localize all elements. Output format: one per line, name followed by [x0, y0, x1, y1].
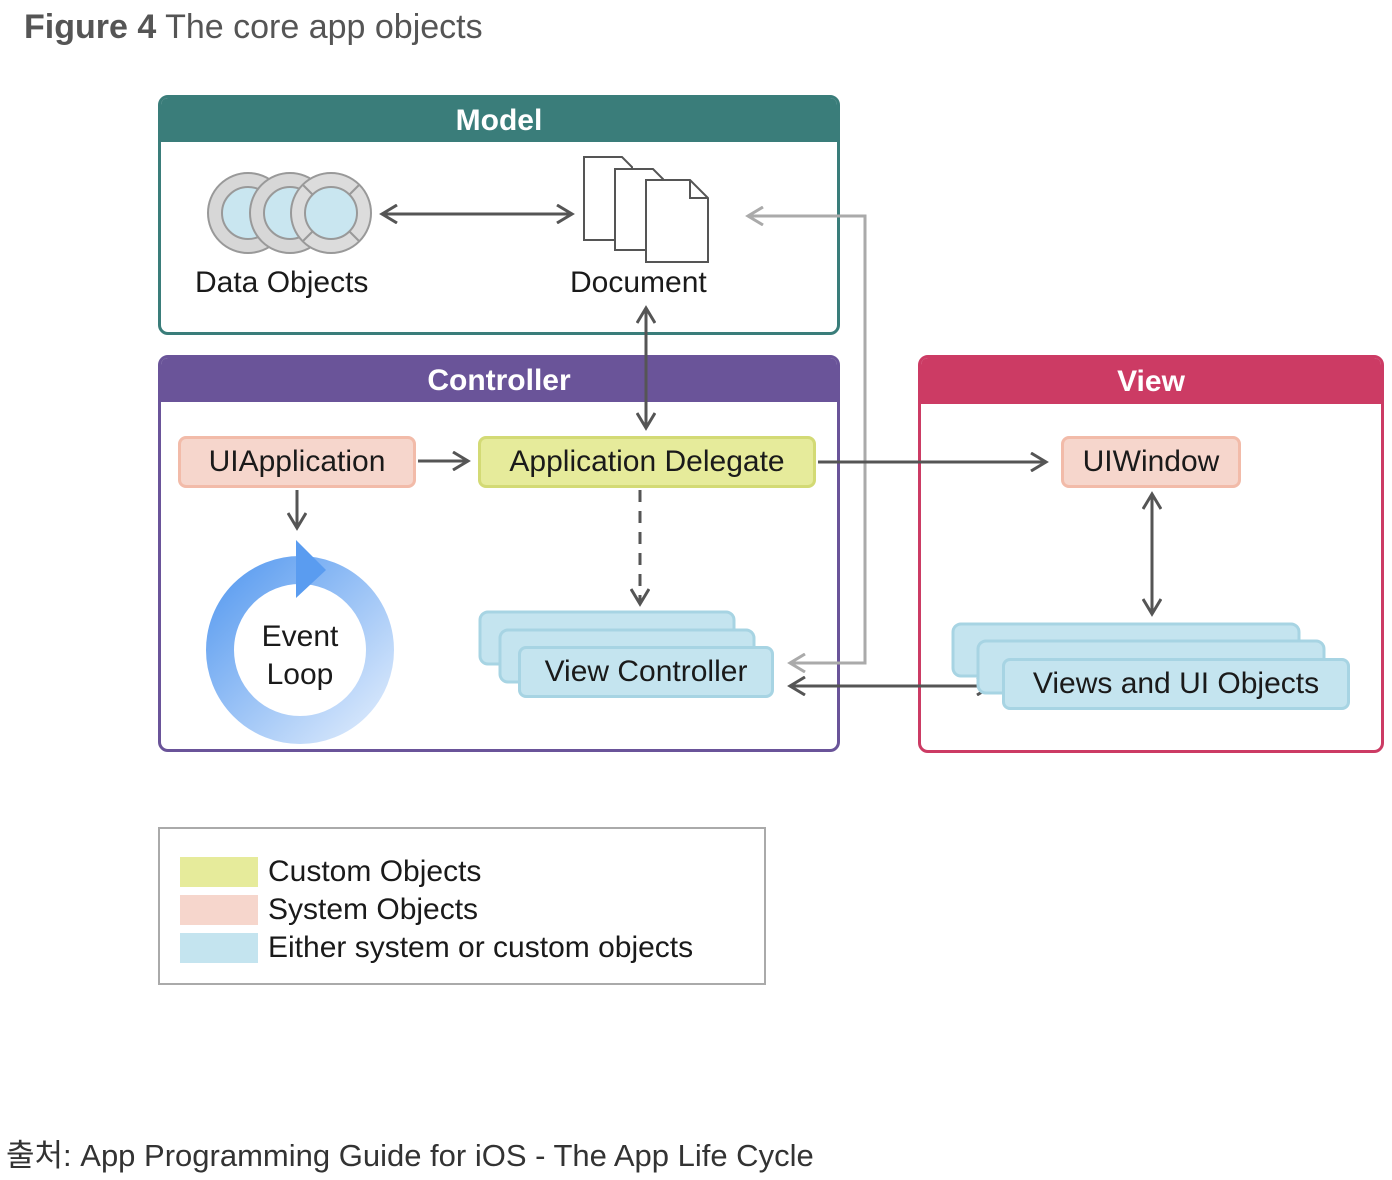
data-objects-label: Data Objects [195, 266, 369, 299]
event-loop-line1: Event [261, 620, 339, 653]
ui-window-label: UIWindow [1082, 445, 1220, 478]
views-ui-objects-label: Views and UI Objects [1032, 667, 1320, 700]
model-header: Model [161, 98, 837, 142]
ui-application-node: UIApplication [178, 436, 416, 488]
views-ui-objects-node: Views and UI Objects [1002, 658, 1350, 710]
legend-item-custom: Custom Objects [180, 855, 482, 888]
legend-label-system: System Objects [268, 893, 479, 926]
legend-swatch-system [180, 895, 258, 925]
view-controller-label: View Controller [544, 655, 748, 688]
ui-window-node: UIWindow [1061, 436, 1241, 488]
controller-header: Controller [161, 358, 837, 402]
event-loop-label: Event Loop [240, 618, 360, 694]
event-loop-line2: Loop [266, 658, 334, 691]
controller-section: Controller [158, 355, 840, 752]
document-label: Document [570, 266, 707, 299]
legend-swatch-either [180, 933, 258, 963]
app-delegate-label: Application Delegate [509, 445, 785, 478]
figure-number: Figure 4 [24, 8, 157, 46]
model-title: Model [455, 104, 543, 137]
arrow-viewcontroller-document [748, 216, 867, 663]
controller-title: Controller [427, 364, 571, 397]
figure-title: Figure 4 The core app objects [24, 8, 483, 47]
view-header: View [921, 358, 1381, 404]
legend: Custom Objects System Objects Either sys… [158, 827, 766, 985]
data-objects-icon [207, 172, 372, 254]
app-delegate-node: Application Delegate [478, 436, 816, 488]
legend-swatch-custom [180, 857, 258, 887]
document-icon [583, 156, 709, 263]
figure-caption: The core app objects [165, 8, 483, 46]
view-title: View [1117, 365, 1185, 398]
legend-label-custom: Custom Objects [268, 855, 482, 888]
legend-label-either: Either system or custom objects [268, 931, 694, 964]
ui-application-label: UIApplication [208, 445, 386, 478]
event-loop-icon [206, 540, 394, 744]
source-caption: 출처: App Programming Guide for iOS - The … [6, 1138, 814, 1173]
view-controller-node: View Controller [518, 646, 774, 698]
legend-item-system: System Objects [180, 893, 479, 926]
legend-item-either: Either system or custom objects [180, 931, 694, 964]
